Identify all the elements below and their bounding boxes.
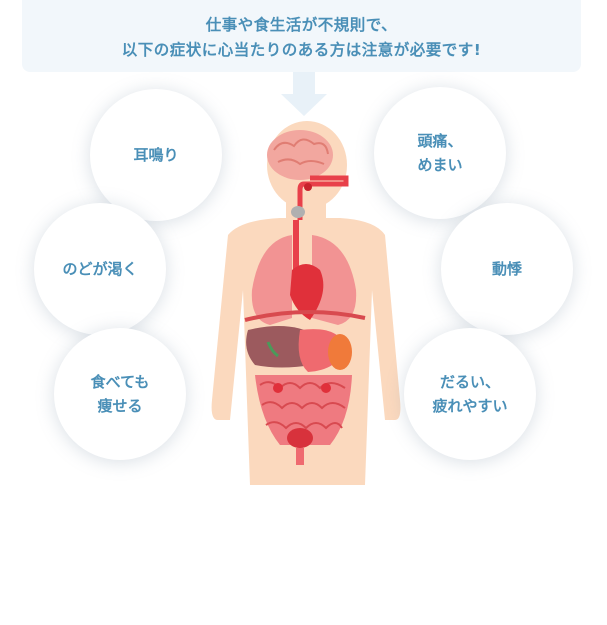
down-arrow-icon <box>281 72 327 116</box>
symptom-tinnitus-label: 耳鳴り <box>133 146 179 164</box>
symptom-bubble-tinnitus: 耳鳴り <box>90 89 222 221</box>
lungs-icon <box>251 220 357 325</box>
heart-icon <box>290 264 324 320</box>
symptom-headache-label: 頭痛、 めまい <box>417 132 463 174</box>
banner-line-1: 仕事や食生活が不規則で、 <box>205 16 398 34</box>
symptom-bubble-weight-loss: 食べても 痩せる <box>54 328 186 460</box>
human-body-illustration <box>211 121 401 485</box>
pancreas-icon <box>328 334 352 370</box>
symptom-bubble-headache: 頭痛、 めまい <box>374 87 506 219</box>
liver-icon <box>246 326 315 368</box>
symptom-weight-loss-label: 食べても 痩せる <box>90 373 150 415</box>
intestines-icon <box>255 375 352 445</box>
symptom-thirst-label: のどが渇く <box>62 260 138 278</box>
symptom-fatigue-label: だるい、 疲れやすい <box>432 373 508 415</box>
thyroid <box>291 206 305 218</box>
symptom-bubble-thirst: のどが渇く <box>34 203 166 335</box>
symptom-bubble-palpitation: 動悸 <box>441 203 573 335</box>
bladder-icon <box>287 428 313 448</box>
notice-banner: 仕事や食生活が不規則で、 以下の症状に心当たりのある方は注意が必要です! <box>22 0 581 72</box>
symptom-palpitation-label: 動悸 <box>491 260 522 278</box>
airway <box>297 175 349 220</box>
banner-line-2: 以下の症状に心当たりのある方は注意が必要です! <box>121 41 482 59</box>
brain-icon <box>267 130 333 180</box>
symptom-bubble-fatigue: だるい、 疲れやすい <box>404 328 536 460</box>
